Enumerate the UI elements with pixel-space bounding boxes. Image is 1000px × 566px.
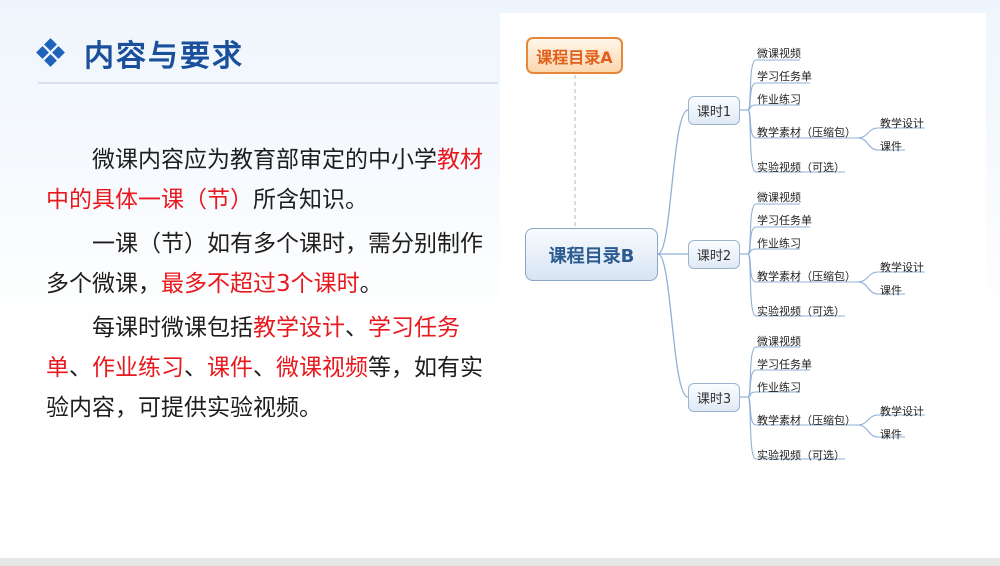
leaf-materials: 教学素材（压缩包） — [757, 414, 856, 427]
leaf-branch-line — [747, 391, 800, 398]
paragraph-2-emphasis: 最多不超过3个课时 — [161, 271, 360, 297]
paragraph-1-text-b: 所含知识。 — [253, 187, 368, 213]
leaf-homework: 作业练习 — [757, 381, 801, 394]
paragraph-3-emphasis-5: 微课视频 — [276, 355, 368, 381]
leaf-micro-video: 微课视频 — [757, 191, 801, 204]
leaf-experiment-video: 实验视频（可选） — [757, 305, 845, 318]
paragraph-3-text-a: 每课时微课包括 — [92, 315, 253, 341]
paragraph-3-emphasis-2: 学习任务单 — [46, 315, 460, 381]
paragraph-2-text-a: 一课（节）如有多个课时，需分别制作多个微课， — [46, 231, 483, 297]
hour-node-3: 课时3 — [688, 383, 740, 412]
leaf-task-sheet: 学习任务单 — [757, 358, 812, 371]
sub-branch-line — [857, 424, 905, 438]
leaf-teaching-design: 教学设计 — [880, 261, 924, 274]
leaf-branch-line — [747, 109, 845, 173]
leaf-branch-line — [747, 369, 810, 398]
paragraph-1-emphasis: 教材中的具体一课（节） — [46, 147, 483, 213]
body-text: 微课内容应为教育部审定的中小学教材中的具体一课（节）所含知识。 一课（节）如有多… — [46, 140, 486, 432]
leaf-homework: 作业练习 — [757, 237, 801, 250]
leaf-teaching-design: 教学设计 — [880, 117, 924, 130]
leaf-branch-line — [747, 396, 845, 460]
paragraph-3-sep-1: 、 — [345, 315, 368, 341]
sub-branch-line — [857, 414, 925, 426]
catalog-b-node: 课程目录B — [525, 228, 658, 281]
sub-branch-line — [857, 281, 905, 295]
branch-line-hour-3 — [657, 253, 689, 398]
leaf-experiment-video: 实验视频（可选） — [757, 449, 845, 462]
paragraph-1: 微课内容应为教育部审定的中小学教材中的具体一课（节）所含知识。 — [46, 140, 486, 220]
sub-branch-line — [857, 127, 925, 139]
slide-title: 内容与要求 — [84, 39, 244, 74]
diamond-bullet-icon — [36, 38, 65, 67]
paragraph-3-emphasis-4: 课件 — [207, 355, 253, 381]
leaf-materials: 教学素材（压缩包） — [757, 270, 856, 283]
leaf-branch-line — [747, 226, 810, 255]
paragraph-3-emphasis-1: 教学设计 — [253, 315, 345, 341]
paragraph-3-sep-2: 、 — [69, 355, 92, 381]
leaf-branch-line — [747, 248, 800, 255]
paragraph-3: 每课时微课包括教学设计、学习任务单、作业练习、课件、微课视频等，如有实验内容，可… — [46, 308, 486, 428]
leaf-micro-video: 微课视频 — [757, 335, 801, 348]
paragraph-2-text-b: 。 — [359, 271, 383, 297]
leaf-task-sheet: 学习任务单 — [757, 70, 812, 83]
leaf-courseware: 课件 — [880, 284, 902, 297]
leaf-homework: 作业练习 — [757, 93, 801, 106]
leaf-task-sheet: 学习任务单 — [757, 214, 812, 227]
paragraph-2: 一课（节）如有多个课时，需分别制作多个微课，最多不超过3个课时。 — [46, 224, 486, 304]
hour-node-2: 课时2 — [688, 240, 740, 269]
leaf-branch-line — [747, 253, 845, 317]
paragraph-3-sep-4: 、 — [253, 355, 276, 381]
slide-header: 内容与要求 — [36, 30, 244, 76]
leaf-courseware: 课件 — [880, 140, 902, 153]
leaf-experiment-video: 实验视频（可选） — [757, 161, 845, 174]
paragraph-1-text-a: 微课内容应为教育部审定的中小学 — [92, 147, 437, 173]
bottom-bar — [0, 558, 1000, 566]
sub-branch-line — [857, 271, 925, 283]
leaf-teaching-design: 教学设计 — [880, 405, 924, 418]
leaf-branch-line — [747, 104, 800, 111]
paragraph-3-sep-3: 、 — [184, 355, 207, 381]
sub-branch-line — [857, 137, 905, 151]
leaf-courseware: 课件 — [880, 428, 902, 441]
catalog-a-node: 课程目录A — [526, 37, 623, 74]
hour-node-1: 课时1 — [688, 96, 740, 125]
leaf-materials: 教学素材（压缩包） — [757, 126, 856, 139]
mindmap-connectors — [574, 59, 925, 460]
leaf-micro-video: 微课视频 — [757, 47, 801, 60]
paragraph-3-emphasis-3: 作业练习 — [92, 355, 184, 381]
header-divider — [38, 82, 498, 84]
leaf-branch-line — [747, 82, 810, 111]
branch-line-hour-1 — [657, 109, 689, 255]
paragraph-3-text-b: 等，如有实验内容，可提供实验视频。 — [46, 355, 483, 421]
